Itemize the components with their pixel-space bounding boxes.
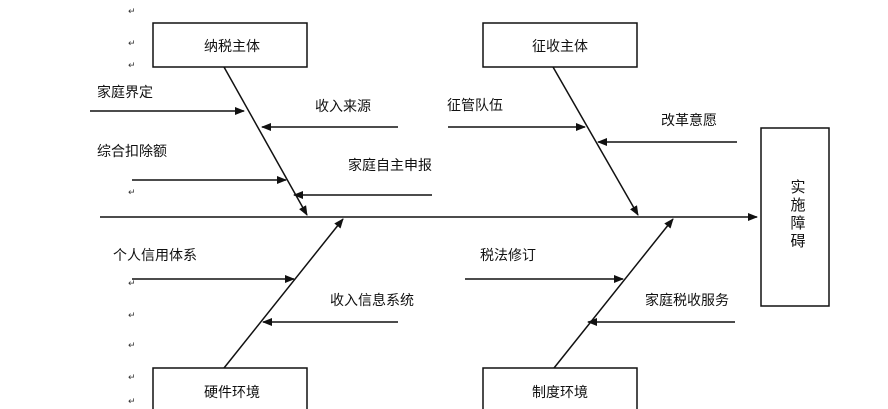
category-label: 制度环境	[532, 385, 588, 401]
category-box	[482, 22, 638, 68]
result-label: 实施障碍	[790, 178, 805, 250]
cause-family-tax-service: 家庭税收服务	[645, 292, 729, 309]
result-box: 实施障碍	[760, 127, 830, 307]
paragraph-mark: ↵	[128, 311, 136, 321]
bone-collection-subject	[552, 66, 639, 216]
paragraph-mark: ↵	[128, 279, 136, 289]
paragraph-mark: ↵	[128, 188, 136, 198]
category-label: 纳税主体	[204, 39, 260, 55]
margin-marks: ↵ ↵ ↵ ↵ ↵ ↵ ↵ ↵ ↵	[128, 7, 136, 407]
bone-institution-env	[553, 218, 674, 369]
result-box-frame	[760, 127, 830, 307]
category-collection-subject: 征收主体	[482, 22, 638, 68]
paragraph-mark: ↵	[128, 7, 136, 17]
category-box	[152, 367, 308, 409]
cause-personal-credit-system: 个人信用体系	[113, 248, 197, 264]
cause-income-info-system: 收入信息系统	[330, 292, 414, 309]
cause-income-source: 收入来源	[315, 99, 371, 115]
bone-tax-subject	[223, 66, 308, 216]
category-tax-subject: 纳税主体	[152, 22, 308, 68]
paragraph-mark: ↵	[128, 39, 136, 49]
category-label: 征收主体	[532, 39, 588, 55]
category-label: 硬件环境	[204, 385, 260, 401]
paragraph-mark: ↵	[128, 341, 136, 351]
cause-collection-team: 征管队伍	[447, 98, 503, 114]
cause-combined-deduction: 综合扣除额	[97, 144, 167, 160]
category-institution-env: 制度环境	[482, 367, 638, 409]
bone-hardware-env	[223, 218, 344, 369]
cause-tax-law-revision: 税法修订	[480, 248, 536, 264]
cause-family-self-declaration: 家庭自主申报	[348, 157, 432, 174]
cause-family-definition: 家庭界定	[97, 84, 153, 101]
paragraph-mark: ↵	[128, 61, 136, 71]
category-hardware-env: 硬件环境	[152, 367, 308, 409]
category-box	[482, 367, 638, 409]
paragraph-mark: ↵	[128, 373, 136, 383]
paragraph-mark: ↵	[128, 397, 136, 407]
category-box	[152, 22, 308, 68]
cause-reform-will: 改革意愿	[661, 112, 717, 129]
